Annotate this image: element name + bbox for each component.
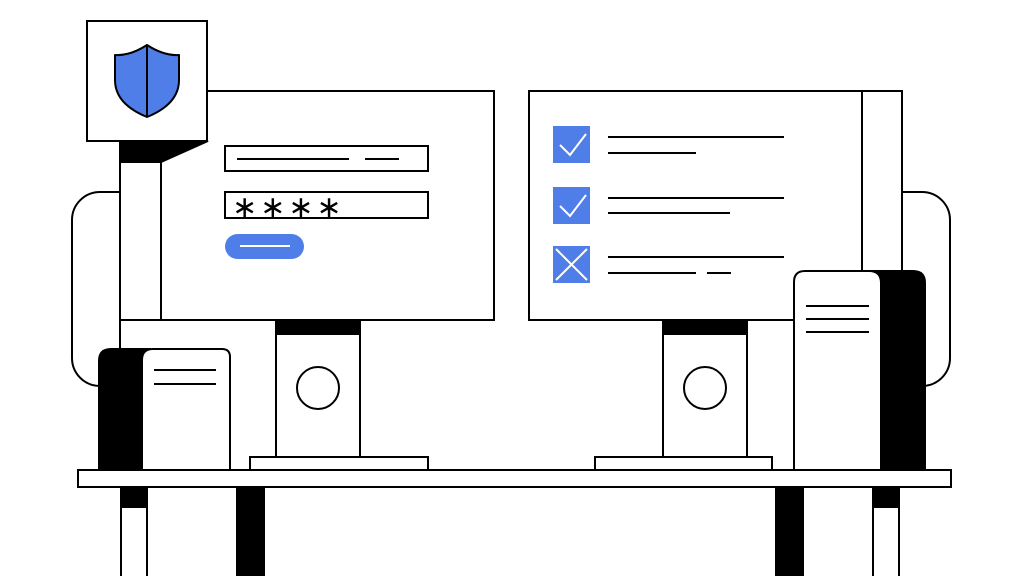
password-field[interactable]	[224, 191, 429, 219]
right-tower-side	[867, 270, 926, 471]
checklist-item	[553, 246, 784, 283]
left-monitor-stand-knob	[296, 366, 340, 410]
check-mark	[559, 194, 587, 218]
left-monitor-base	[249, 456, 429, 471]
backdrop-left	[71, 191, 121, 387]
check-mark	[559, 133, 587, 157]
desk	[77, 469, 952, 576]
desk-leg-inner-right	[775, 486, 804, 576]
cross-mark	[555, 248, 588, 281]
right-monitor-stand-knob	[683, 366, 727, 410]
desk-leg-outer-right-shadow	[872, 486, 900, 508]
right-tower-front	[793, 270, 882, 471]
left-tower-front	[141, 348, 231, 471]
right-monitor-base	[594, 456, 773, 471]
left-tower	[98, 348, 231, 471]
password-mask: ∗∗∗∗	[232, 190, 345, 225]
right-monitor-side	[861, 90, 903, 272]
right-monitor-neck	[662, 319, 748, 335]
checklist-item	[553, 187, 784, 224]
left-tower-side	[98, 348, 151, 471]
shield-badge	[86, 20, 208, 142]
left-monitor: ∗∗∗∗	[119, 90, 495, 471]
desk-top	[77, 469, 952, 488]
checkbox-checked-icon[interactable]	[553, 187, 590, 224]
checklist-item	[553, 126, 784, 163]
left-monitor-neck	[275, 319, 361, 335]
desk-leg-outer-left-shadow	[120, 486, 148, 508]
checkbox-checked-icon[interactable]	[553, 126, 590, 163]
right-tower	[793, 270, 926, 471]
desk-leg-inner-left	[236, 486, 265, 576]
